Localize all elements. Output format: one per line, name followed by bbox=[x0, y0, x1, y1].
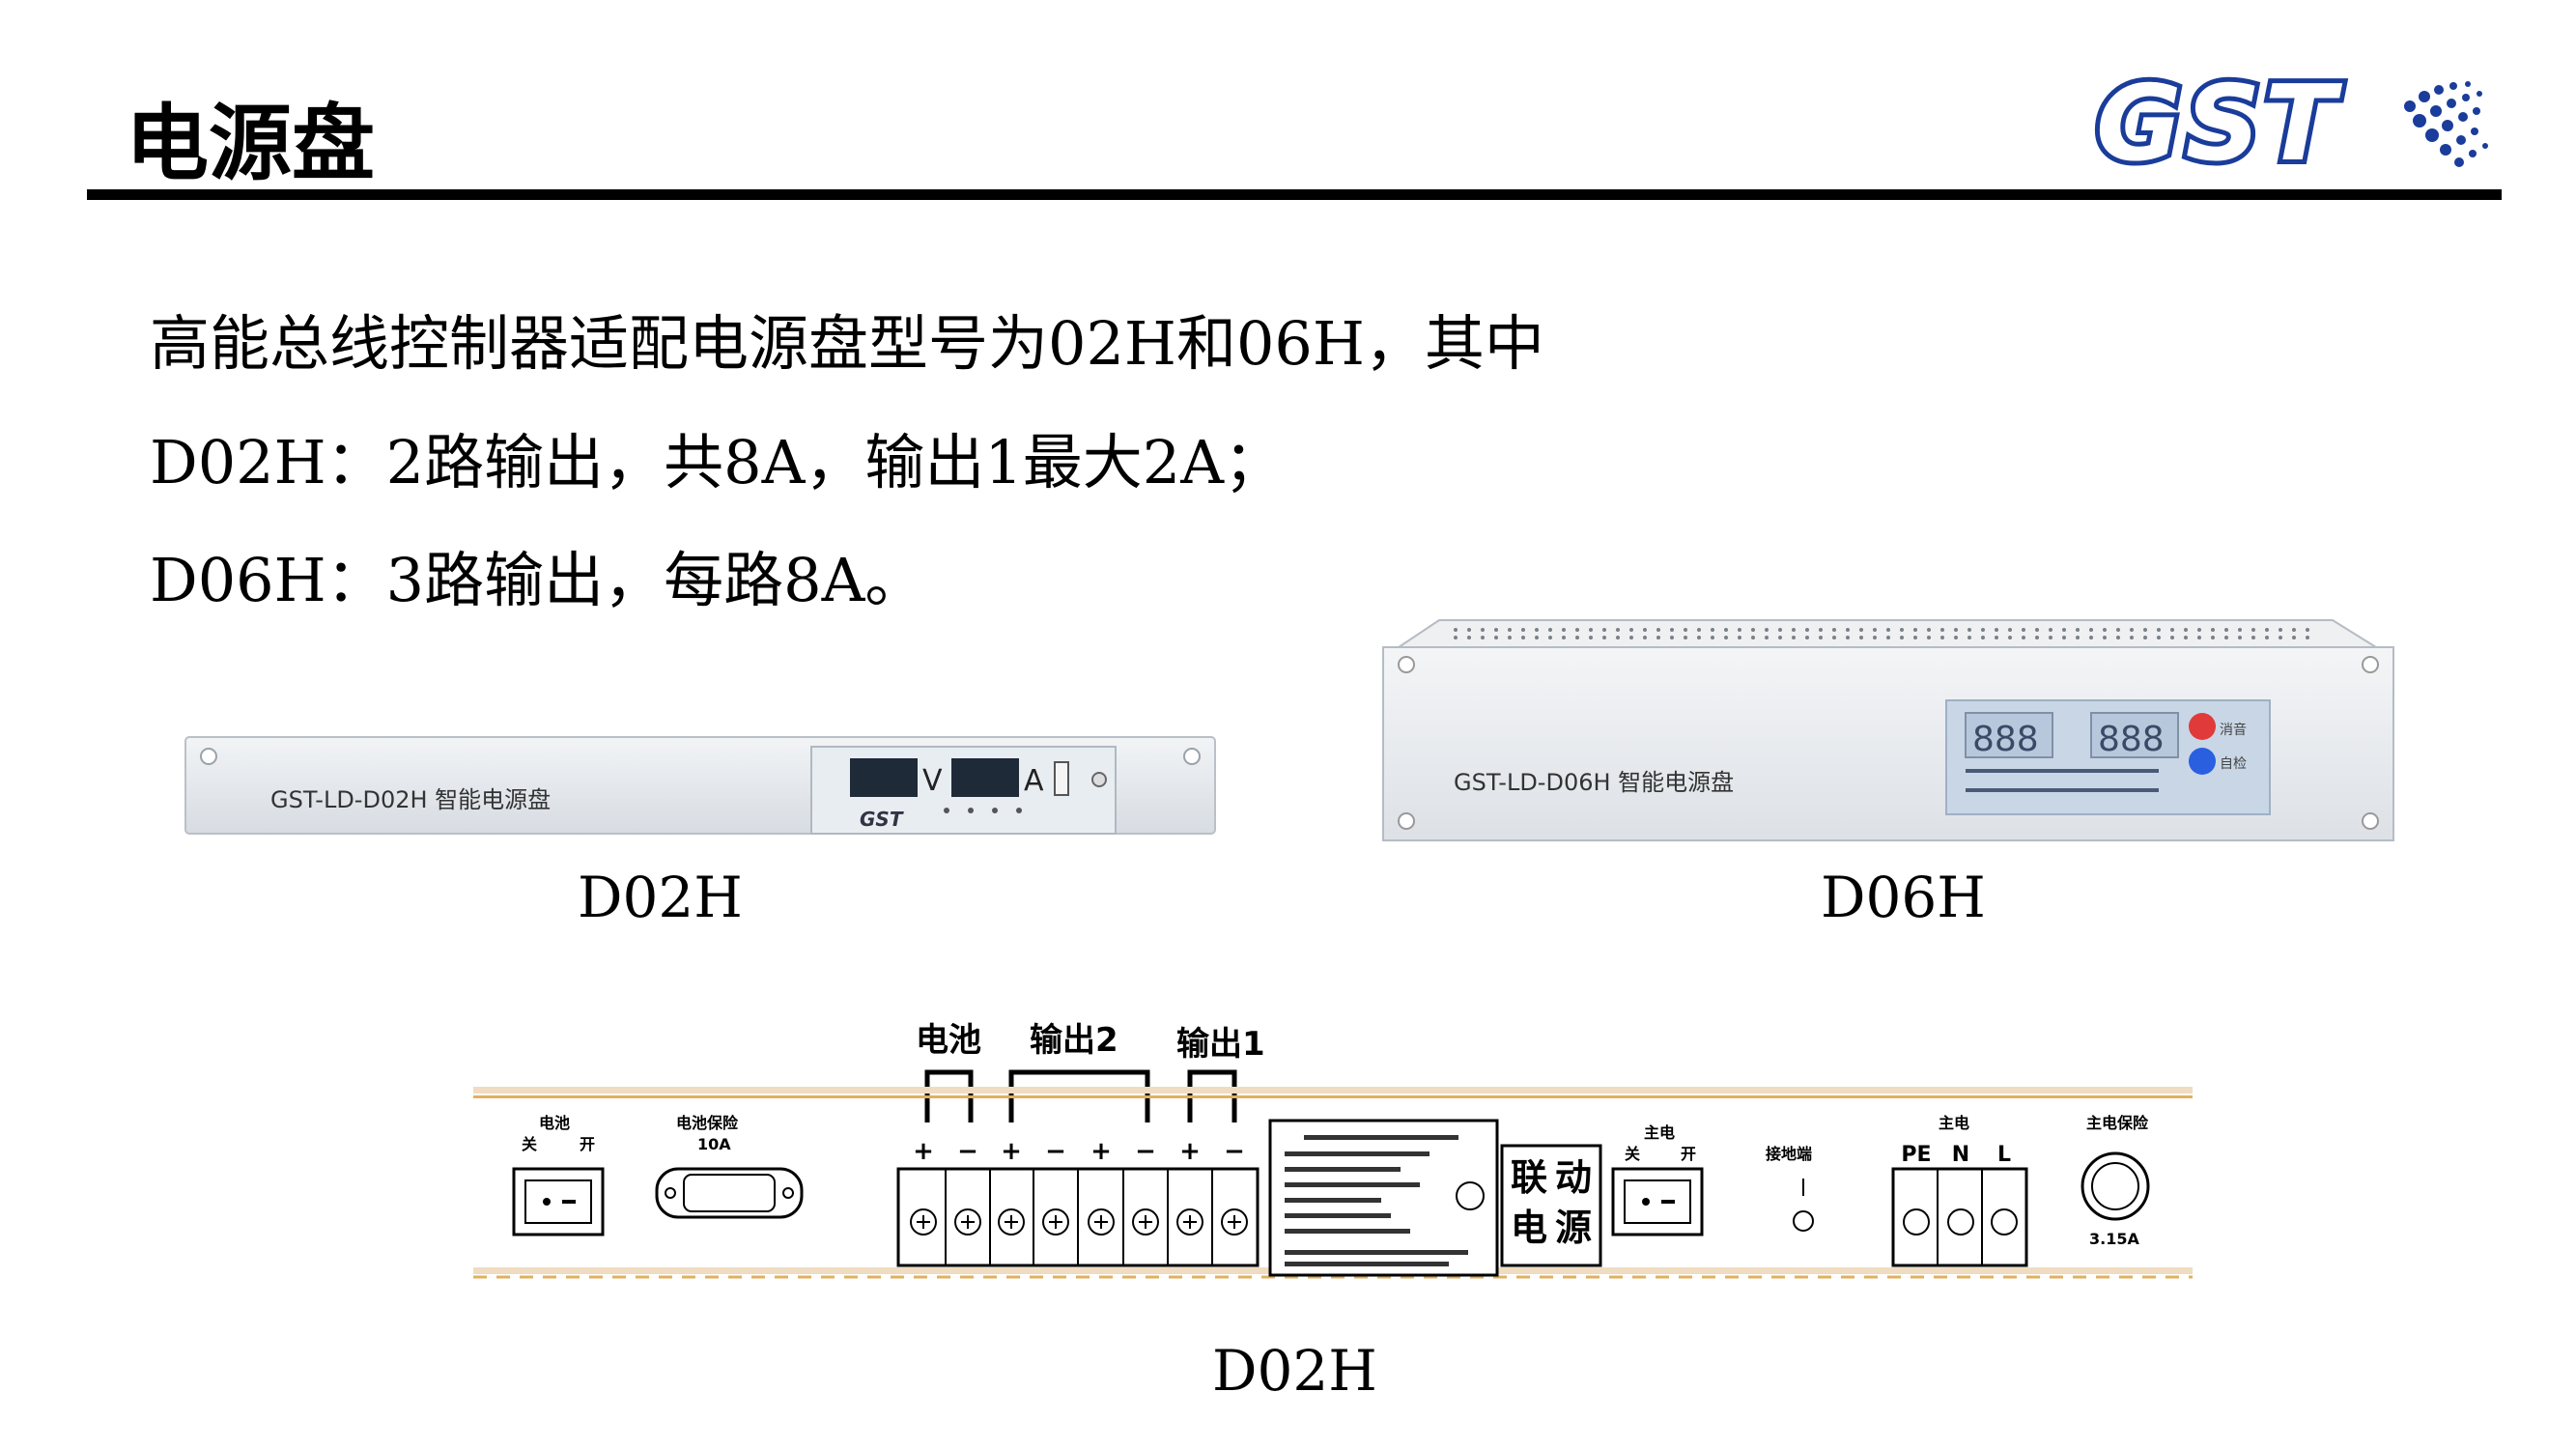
callout-battery: 电池 bbox=[916, 1021, 981, 1060]
battery-switch-off: 关 bbox=[522, 1135, 537, 1153]
ground-label: 接地端 bbox=[1766, 1145, 1812, 1163]
page-title: 电源盘 bbox=[126, 96, 375, 192]
linkage-char-4: 源 bbox=[1555, 1207, 1592, 1249]
callout-output-1: 输出1 bbox=[1176, 1025, 1265, 1064]
d06h-blue-button-icon bbox=[2189, 748, 2216, 775]
polarity-5: + bbox=[1090, 1137, 1112, 1166]
d06h-model-label: GST-LD-D06H 智能电源盘 bbox=[1454, 769, 1734, 796]
mains-l: L bbox=[1997, 1143, 2011, 1167]
d06h-display-left: 888 bbox=[1972, 720, 2039, 759]
d02h-amp-unit: A bbox=[1024, 764, 1044, 798]
polarity-2: − bbox=[957, 1137, 978, 1166]
linkage-char-1: 联 bbox=[1511, 1156, 1547, 1199]
d06h-red-button-label: 消音 bbox=[2220, 722, 2247, 738]
body-line-1: 高能总线控制器适配电源盘型号为02H和06H，其中 bbox=[150, 308, 1544, 379]
mains-n: N bbox=[1952, 1143, 1969, 1167]
d02h-volt-unit: V bbox=[922, 764, 943, 798]
ground-screw-icon bbox=[1793, 1210, 1814, 1232]
d06h-display-right: 888 bbox=[2098, 720, 2165, 759]
battery-fuse-title: 电池保险 bbox=[676, 1114, 739, 1132]
polarity-3: + bbox=[1001, 1137, 1022, 1166]
battery-switch-title: 电池 bbox=[539, 1114, 570, 1132]
main-switch-on: 开 bbox=[1681, 1145, 1696, 1163]
polarity-7: + bbox=[1179, 1137, 1201, 1166]
logo-dots-icon bbox=[2404, 81, 2488, 167]
main-switch-title: 主电 bbox=[1644, 1123, 1675, 1142]
body-line-3: D06H：3路输出，每路8A。 bbox=[150, 545, 925, 615]
mains-title: 主电 bbox=[1939, 1114, 1969, 1132]
d06h-blue-button-label: 自检 bbox=[2220, 756, 2247, 772]
d02h-brand-mark: GST bbox=[860, 808, 904, 831]
d02h-model-label: GST-LD-D02H 智能电源盘 bbox=[270, 786, 551, 813]
linkage-char-2: 动 bbox=[1555, 1156, 1592, 1199]
d02h-rear-diagram: 电池 输出2 输出1 电池 关 开 电池保险 10A + − + − + bbox=[473, 1021, 2193, 1279]
caption-d06h-front: D06H bbox=[1821, 865, 1986, 930]
d06h-front-image: GST-LD-D06H 智能电源盘 888 888 消音 自检 bbox=[1382, 619, 2394, 841]
main-fuse-title: 主电保险 bbox=[2086, 1114, 2149, 1132]
callout-output-2: 输出2 bbox=[1030, 1021, 1118, 1060]
body-line-2: D02H：2路输出，共8A，输出1最大2A； bbox=[150, 427, 1285, 497]
polarity-6: − bbox=[1135, 1137, 1156, 1166]
gst-logo: GST bbox=[2091, 63, 2488, 179]
battery-switch-on: 开 bbox=[580, 1135, 595, 1153]
d02h-front-image: GST-LD-D02H 智能电源盘 V A GST bbox=[184, 736, 1216, 835]
main-switch-off: 关 bbox=[1625, 1145, 1640, 1163]
caption-d02h-front: D02H bbox=[578, 865, 743, 930]
polarity-1: + bbox=[913, 1137, 934, 1166]
polarity-4: − bbox=[1045, 1137, 1066, 1166]
linkage-char-3: 电 bbox=[1511, 1207, 1547, 1249]
battery-fuse-value: 10A bbox=[697, 1135, 731, 1153]
logo-text: GST bbox=[2096, 64, 2342, 179]
title-underline bbox=[87, 189, 2502, 200]
polarity-8: − bbox=[1224, 1137, 1245, 1166]
d06h-red-button-icon bbox=[2189, 713, 2216, 740]
caption-d02h-rear: D02H bbox=[1212, 1338, 1377, 1404]
mains-pe: PE bbox=[1901, 1143, 1931, 1167]
main-fuse-value: 3.15A bbox=[2089, 1230, 2139, 1248]
